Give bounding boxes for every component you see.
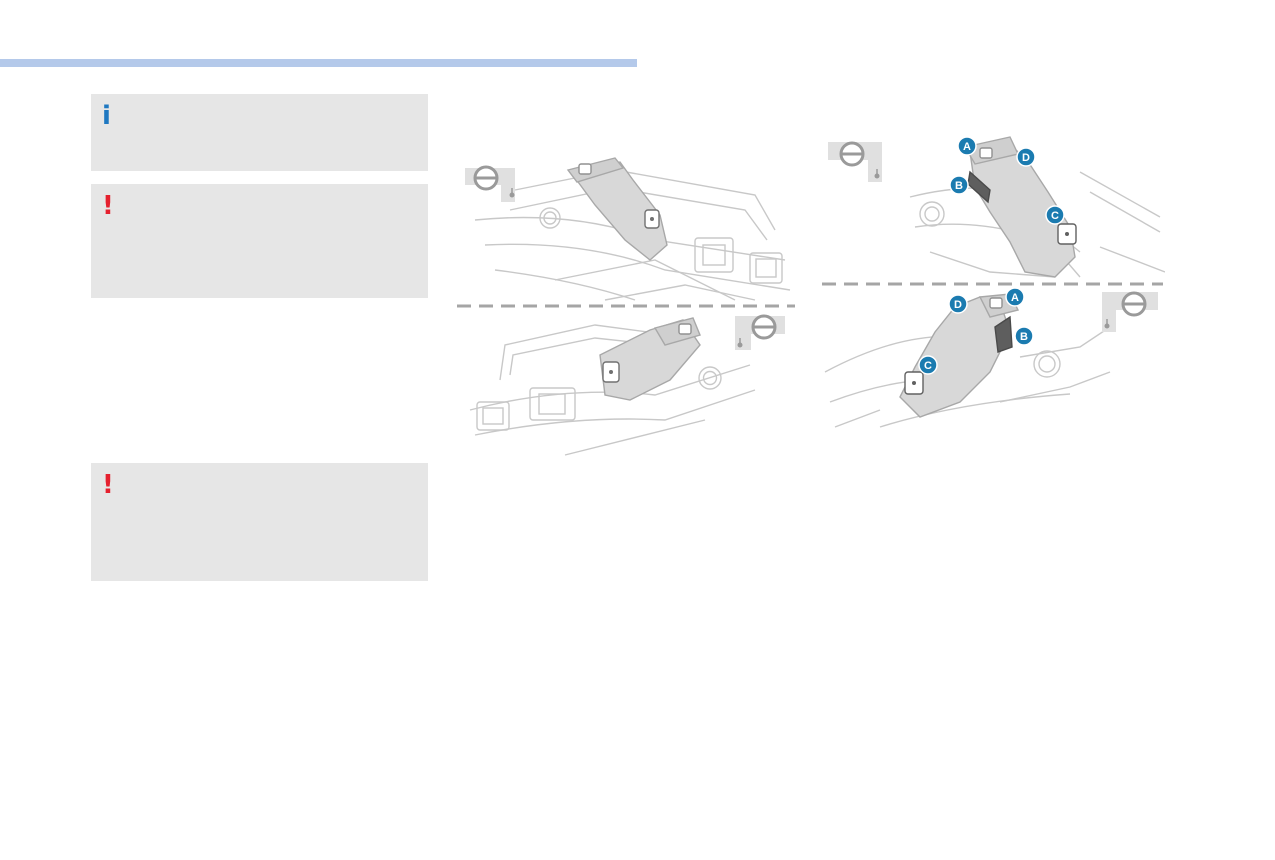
lhd-gear-lever-closeup: A B C D [828,136,1165,278]
callout-c: C [1045,205,1065,225]
rhd-gear-selector-drawing [469,314,785,456]
warning-note-box: ! [91,463,428,581]
warning-icon: ! [102,191,114,221]
svg-text:C: C [924,360,932,372]
callout-d: D [1016,147,1036,167]
steering-wheel-left-hand-drive-icon [465,165,515,202]
callout-c: C [918,355,938,375]
gear-selector-illustration [455,150,797,460]
gear-lever [599,317,701,401]
lhd-gear-selector-drawing [465,157,791,301]
gear-selector-closeup-illustration: A B C D [820,132,1165,432]
callout-a: A [1005,287,1025,307]
warning-note-box: ! [91,184,428,298]
top-rule [0,59,637,67]
info-icon: i [102,101,111,131]
svg-text:D: D [954,299,962,311]
svg-text:C: C [1051,210,1059,222]
svg-text:B: B [1020,331,1028,343]
callout-b: B [949,175,969,195]
svg-text:B: B [955,180,963,192]
steering-wheel-right-hand-drive-icon [1102,291,1158,332]
callout-b: B [1014,326,1034,346]
callout-a: A [957,136,977,156]
gear-lever [566,157,668,261]
steering-wheel-right-hand-drive-icon [735,314,785,350]
info-note-box: i [91,94,428,171]
warning-icon: ! [102,470,114,500]
svg-text:A: A [1011,292,1019,304]
callout-d: D [948,294,968,314]
rhd-gear-lever-closeup: A B C D [824,287,1158,428]
steering-wheel-left-hand-drive-icon [828,141,882,182]
svg-text:D: D [1022,152,1030,164]
svg-text:A: A [963,141,971,153]
